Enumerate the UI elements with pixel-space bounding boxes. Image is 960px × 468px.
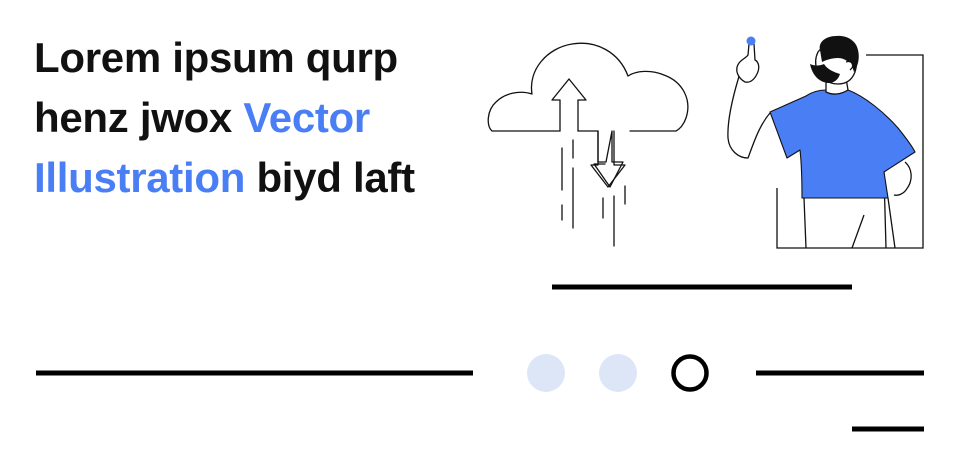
pagination-dot-2[interactable] bbox=[599, 354, 637, 392]
raised-arm bbox=[727, 69, 771, 159]
hair bbox=[819, 35, 859, 72]
pagination-dot-1[interactable] bbox=[527, 354, 565, 392]
headline-text-2: biyd laft bbox=[245, 154, 415, 201]
headline-text-1: Lorem ipsum qurp henz jwox bbox=[34, 34, 398, 141]
hand bbox=[736, 40, 760, 83]
cloud-outline bbox=[487, 42, 689, 132]
pagination-dot-active[interactable] bbox=[671, 354, 709, 392]
download-arrow-icon bbox=[577, 130, 624, 188]
motion-lines bbox=[561, 139, 626, 247]
rear-hand bbox=[893, 161, 912, 196]
person-pointing-figure bbox=[727, 35, 924, 249]
beard bbox=[810, 64, 840, 83]
headline: Lorem ipsum qurp henz jwox Vector Illust… bbox=[34, 28, 464, 208]
fingertip-dot bbox=[746, 36, 756, 46]
door-frame bbox=[776, 54, 924, 249]
shirt bbox=[769, 89, 916, 199]
upload-arrow-icon bbox=[551, 78, 587, 132]
headline-highlight: Vector Illustration bbox=[34, 94, 370, 201]
legs bbox=[803, 197, 896, 249]
cloud-sync-icon bbox=[487, 42, 689, 188]
